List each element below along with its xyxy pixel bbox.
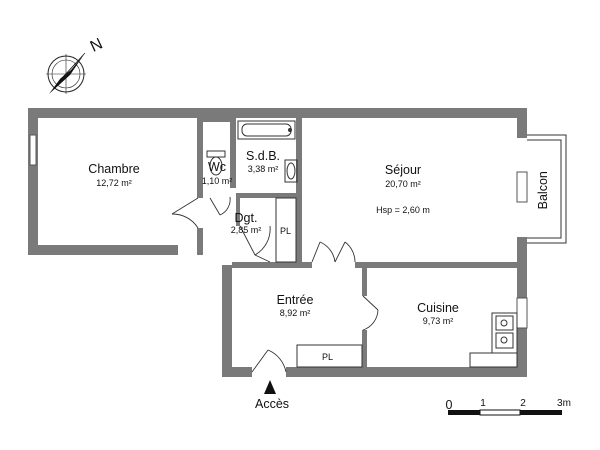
interior-walls	[197, 118, 525, 370]
room-name-chambre: Chambre	[88, 162, 140, 176]
room-name-sejour: Séjour	[384, 163, 422, 177]
room-name-sdb: S.d.B.	[245, 149, 281, 163]
room-area-chambre: 12,72 m²	[96, 178, 132, 188]
access-label: Accès	[254, 397, 290, 411]
placard-closets	[275, 197, 363, 368]
room-name-dgt: Dgt.	[234, 211, 258, 225]
scale-tick-1: 1	[480, 398, 486, 409]
scale-tick-0: 0	[445, 398, 453, 412]
room-area-cuisine: 9,73 m²	[422, 316, 454, 326]
room-area-dgt: 2,85 m²	[230, 225, 262, 235]
scale-tick-2: 2	[520, 398, 526, 409]
bathroom-sink-icon	[284, 159, 298, 183]
room-name-wc: Wc	[207, 160, 227, 174]
room-area-wc: 1,10 m²	[201, 176, 233, 186]
bathtub-icon	[237, 120, 296, 140]
balcony-label: Balcon	[535, 171, 550, 210]
access-arrow-icon	[264, 380, 276, 394]
placard-label-entree: PL	[322, 352, 334, 362]
room-height-note: Hsp = 2,60 m	[376, 205, 430, 215]
north-arrow-compass-icon	[46, 52, 86, 94]
toilet-icon	[206, 150, 226, 176]
room-name-entree: Entrée	[276, 293, 314, 307]
scale-bar	[448, 409, 562, 416]
room-area-entree: 8,92 m²	[279, 308, 311, 318]
balcony	[527, 134, 567, 244]
scale-tick-3: 3m	[557, 398, 571, 409]
room-area-sdb: 3,38 m²	[247, 164, 279, 174]
placard-label-dgt: PL	[280, 226, 292, 236]
door-swings	[171, 196, 379, 373]
room-name-cuisine: Cuisine	[417, 301, 459, 315]
kitchen-counter	[469, 312, 518, 368]
room-area-sejour: 20,70 m²	[385, 179, 421, 189]
